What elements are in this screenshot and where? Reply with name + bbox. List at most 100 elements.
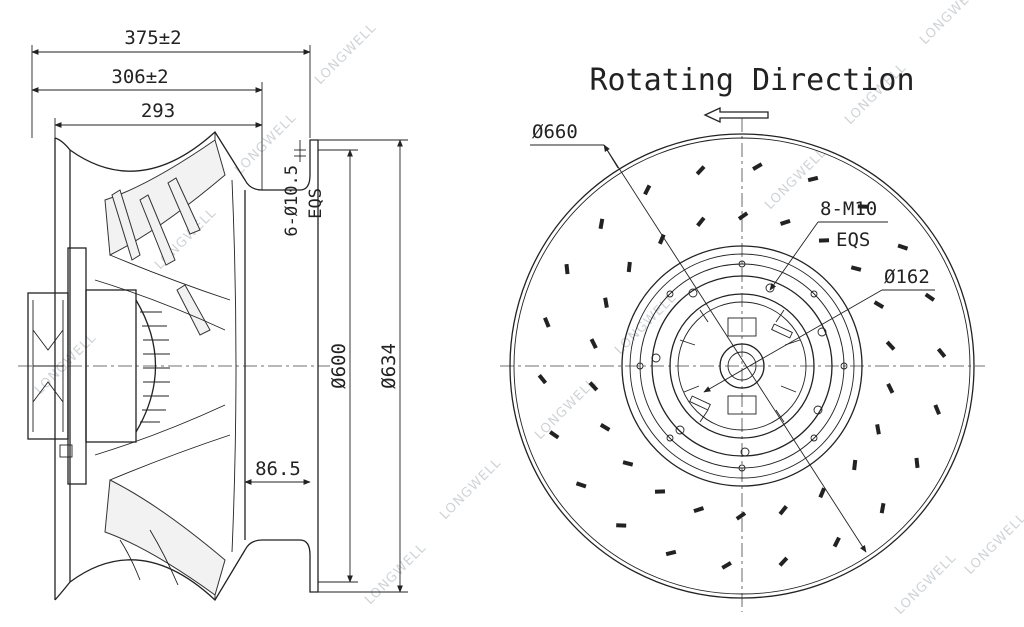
motor-bolt <box>765 283 775 293</box>
blade-slot <box>721 561 732 570</box>
watermark: LONGWELL <box>362 540 429 607</box>
watermark: LONGWELL <box>612 290 679 357</box>
blade-slot <box>693 506 705 514</box>
blade-slot <box>643 184 652 196</box>
blade-slot-ring <box>537 162 947 570</box>
bolt-hole <box>810 434 818 442</box>
back-plate <box>54 137 71 601</box>
blade-slot <box>886 383 895 394</box>
dim-line-impeller-diameter <box>603 144 867 553</box>
motor-flange-ring <box>651 275 833 457</box>
motor-bolt <box>675 425 685 435</box>
motor-bolt <box>817 327 827 337</box>
blade-slot <box>752 162 763 171</box>
blade-slot <box>879 502 886 514</box>
motor-bolt <box>740 447 750 457</box>
bolt-hole <box>810 290 818 298</box>
bolt-circle <box>639 263 845 469</box>
dim-arrow <box>603 144 619 169</box>
dim-inner-width: 293 <box>141 100 175 122</box>
terminal-box-detail <box>32 300 64 432</box>
inlet-ring <box>621 245 863 487</box>
blade-edge <box>119 529 179 586</box>
leader-line-bolt <box>769 221 819 291</box>
watermark: LONGWELL <box>892 550 959 617</box>
blade-slot <box>914 457 920 469</box>
blade-slot <box>588 381 599 392</box>
blade-edge <box>94 254 231 331</box>
cable-gland <box>59 444 73 458</box>
blade-rib <box>139 194 176 266</box>
blade-slot <box>778 505 788 516</box>
inlet-ring-inner <box>629 253 855 479</box>
blade-rib <box>167 177 201 235</box>
bolt-hole <box>840 362 848 370</box>
blade-slot <box>622 460 634 467</box>
watermark: LONGWELL <box>962 510 1024 577</box>
blade-slot <box>654 489 666 494</box>
blade-slot <box>735 511 747 521</box>
dim-mount-holes: 6-Ø10.5 <box>282 165 302 237</box>
shaft-hub <box>719 343 765 389</box>
motor-fins <box>140 311 170 423</box>
blade-rib <box>176 284 211 336</box>
motor-bolt <box>651 353 661 363</box>
blade-slot <box>885 340 896 351</box>
watermark: LONGWELL <box>917 0 984 48</box>
inlet-cone-curve <box>231 179 237 553</box>
shaft <box>727 351 757 381</box>
dim-bolt-pattern-note: EQS <box>836 229 870 251</box>
side-view: 375±2 306±2 293 6-Ø10.5 EQS Ø600 Ø634 86… <box>18 27 408 602</box>
watermark: LONGWELL <box>532 375 599 442</box>
blade-slot <box>779 218 791 226</box>
motor-rotor-details <box>679 309 801 423</box>
blade-edge <box>94 404 231 481</box>
blade-slot <box>832 536 841 548</box>
bolt-holes <box>636 260 848 472</box>
bolt-hole <box>738 464 746 472</box>
motor-dome <box>135 299 157 433</box>
watermark: LONGWELL <box>437 455 504 522</box>
motor-bolt <box>813 405 823 415</box>
motor-rotor-inner <box>677 301 807 431</box>
dim-impeller-diameter: Ø660 <box>532 121 578 143</box>
rotating-direction-title: Rotating Direction <box>589 63 914 98</box>
bolt-hole <box>738 260 746 268</box>
blade-slot <box>857 204 868 209</box>
blade-rib <box>111 189 141 261</box>
blade-slot <box>599 423 611 432</box>
blade-slot <box>778 556 789 567</box>
dim-outer-height: Ø634 <box>378 343 400 389</box>
motor-rotor <box>669 293 815 439</box>
dim-inner-height: Ø600 <box>328 343 350 389</box>
dim-mount-holes-note: EQS <box>306 188 326 219</box>
blade-slot <box>873 300 885 309</box>
watermark: LONGWELL <box>312 20 379 87</box>
blade-slot <box>875 424 881 435</box>
blade-slot <box>548 430 560 440</box>
dim-overall-width: 375±2 <box>124 27 181 49</box>
watermark: LONGWELL <box>32 330 99 397</box>
motor-bolt <box>688 288 698 298</box>
blade-slot <box>626 261 632 273</box>
blade-slot <box>616 523 627 528</box>
dim-bolt-pattern: 8-M10 <box>820 198 877 220</box>
blade-slot <box>696 216 706 227</box>
dim-hub-diameter: Ø162 <box>884 266 930 288</box>
blade-slot <box>589 338 598 349</box>
front-view: Rotating Direction <box>500 63 985 612</box>
blade-slot <box>933 404 941 415</box>
blade-slot <box>603 297 609 308</box>
blade-slot <box>695 165 706 176</box>
blade-slot <box>807 175 819 183</box>
rotation-arrow-icon <box>703 106 769 124</box>
blade-slot <box>737 211 749 221</box>
blade-slot <box>543 317 551 328</box>
blade-slot <box>897 243 909 251</box>
dim-inlet-depth: 86.5 <box>255 458 301 480</box>
impeller-outer-circle <box>509 133 975 599</box>
blade-slot <box>665 549 677 557</box>
blade-slot <box>537 373 548 385</box>
blade-slot <box>598 218 605 230</box>
